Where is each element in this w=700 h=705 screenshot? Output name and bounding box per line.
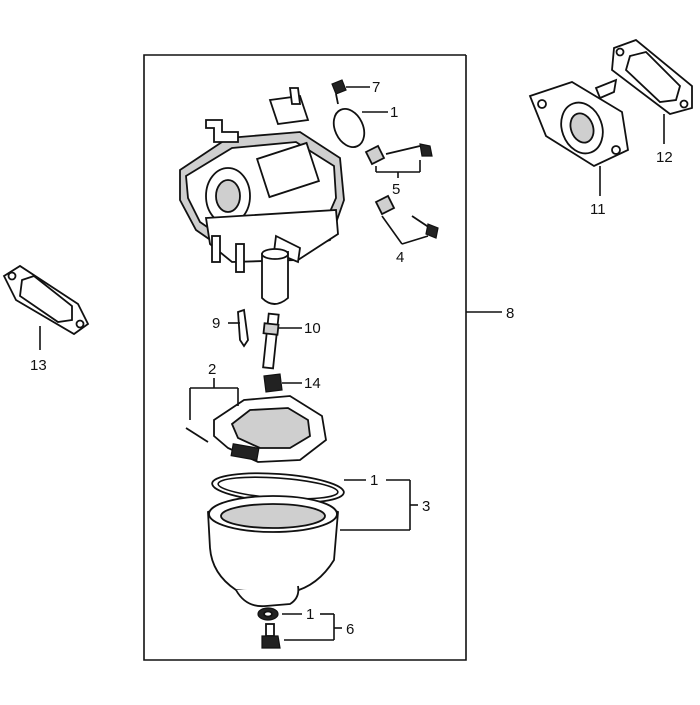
part-1-washer-lower xyxy=(257,607,279,621)
part-9-float-valve xyxy=(228,308,249,348)
callout-13: 13 xyxy=(30,357,47,374)
callout-5: 5 xyxy=(392,181,400,198)
part-4-screw-spring xyxy=(374,194,439,245)
part-3-float-bowl xyxy=(207,479,418,608)
callout-11: 11 xyxy=(590,201,606,218)
part-10-main-nozzle xyxy=(262,312,302,370)
callout-1-upper: 1 xyxy=(390,104,398,121)
callout-9: 9 xyxy=(212,315,220,332)
callout-12: 12 xyxy=(656,149,673,166)
part-12-gasket-right xyxy=(611,38,693,144)
part-7-screw xyxy=(331,79,347,105)
callout-4: 4 xyxy=(396,249,404,266)
assembly-bracket-frame xyxy=(143,54,467,661)
callout-3: 3 xyxy=(422,498,430,515)
part-2-float xyxy=(185,378,327,463)
part-13-gasket-left xyxy=(2,264,90,350)
callout-8: 8 xyxy=(506,305,514,322)
part-5-screw-spring xyxy=(364,143,433,178)
callout-7: 7 xyxy=(372,79,380,96)
part-14-main-jet xyxy=(263,373,302,393)
callout-2: 2 xyxy=(208,361,216,378)
part-6-drain-bolt xyxy=(261,623,281,649)
callout-10: 10 xyxy=(304,320,321,337)
callout-1-lower: 1 xyxy=(306,606,314,623)
callout-14: 14 xyxy=(304,375,321,392)
carburetor-body xyxy=(179,87,345,305)
part-1-o-ring-upper xyxy=(332,108,366,148)
callout-6: 6 xyxy=(346,621,354,638)
part-11-insulator xyxy=(528,78,629,196)
callout-1-bowl: 1 xyxy=(370,472,378,489)
